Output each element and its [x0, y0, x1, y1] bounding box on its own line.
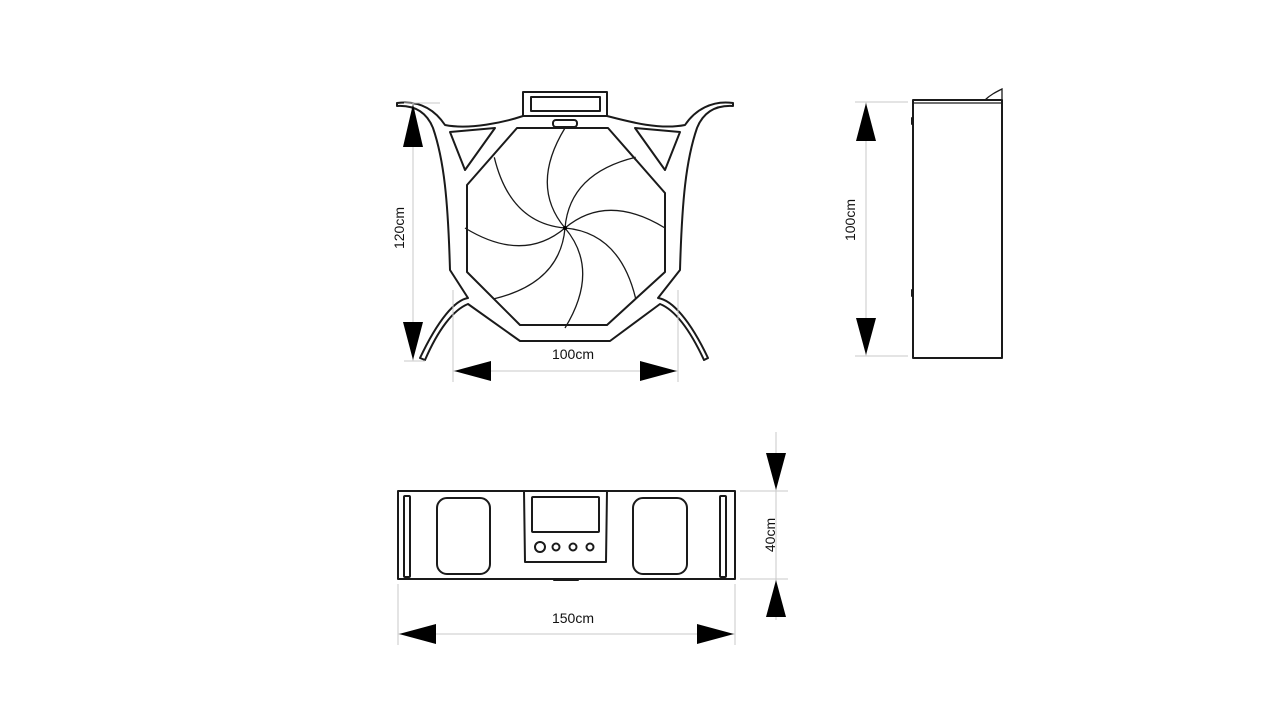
left-corner-cutout — [449, 127, 496, 171]
left-handle-slot — [403, 495, 411, 578]
display-screen — [531, 496, 600, 533]
front-view — [396, 91, 734, 361]
control-panel — [523, 490, 608, 563]
fan-blades — [464, 127, 666, 329]
arrow-down-icon — [403, 322, 423, 360]
arrow-down-icon — [766, 453, 786, 490]
control-button[interactable] — [585, 542, 595, 552]
fan-blade — [564, 227, 584, 329]
front-height-label: 120cm — [391, 207, 407, 249]
fan-blade — [464, 227, 566, 247]
outer-frame — [396, 101, 734, 361]
fan-octagon — [466, 127, 666, 326]
fan-blade — [564, 227, 637, 299]
right-corner-cutout — [634, 127, 681, 171]
side-height-dimension: 100cm — [842, 101, 908, 357]
right-speaker — [632, 497, 688, 575]
side-height-label: 100cm — [842, 199, 858, 241]
fan-blade — [564, 156, 636, 229]
left-speaker — [436, 497, 491, 575]
top-depth-dimension: 40cm — [740, 432, 788, 620]
arrow-up-icon — [766, 580, 786, 617]
fan-blade — [494, 227, 566, 300]
top-width-dimension: 150cm — [397, 584, 736, 645]
control-button[interactable] — [551, 542, 561, 552]
front-height-dimension: 120cm — [391, 102, 440, 362]
top-width-label: 150cm — [552, 610, 594, 626]
arrow-right-icon — [640, 361, 677, 381]
power-button[interactable] — [534, 541, 546, 553]
front-width-dimension: 100cm — [452, 290, 679, 382]
fan-blade — [546, 127, 566, 229]
control-button[interactable] — [568, 542, 578, 552]
front-width-label: 100cm — [552, 346, 594, 362]
fan-blade — [564, 209, 666, 229]
arrow-down-icon — [856, 318, 876, 355]
top-depth-label: 40cm — [762, 518, 778, 552]
side-view — [911, 87, 1003, 359]
top-control-box — [522, 91, 608, 128]
arrow-up-icon — [856, 103, 876, 141]
arrow-up-icon — [403, 104, 423, 147]
arrow-right-icon — [697, 624, 734, 644]
top-view — [397, 490, 736, 581]
fan-blade — [493, 157, 566, 229]
arrow-left-icon — [454, 361, 491, 381]
fan-hub — [563, 226, 567, 230]
right-handle-slot — [719, 495, 727, 578]
arrow-left-icon — [399, 624, 436, 644]
